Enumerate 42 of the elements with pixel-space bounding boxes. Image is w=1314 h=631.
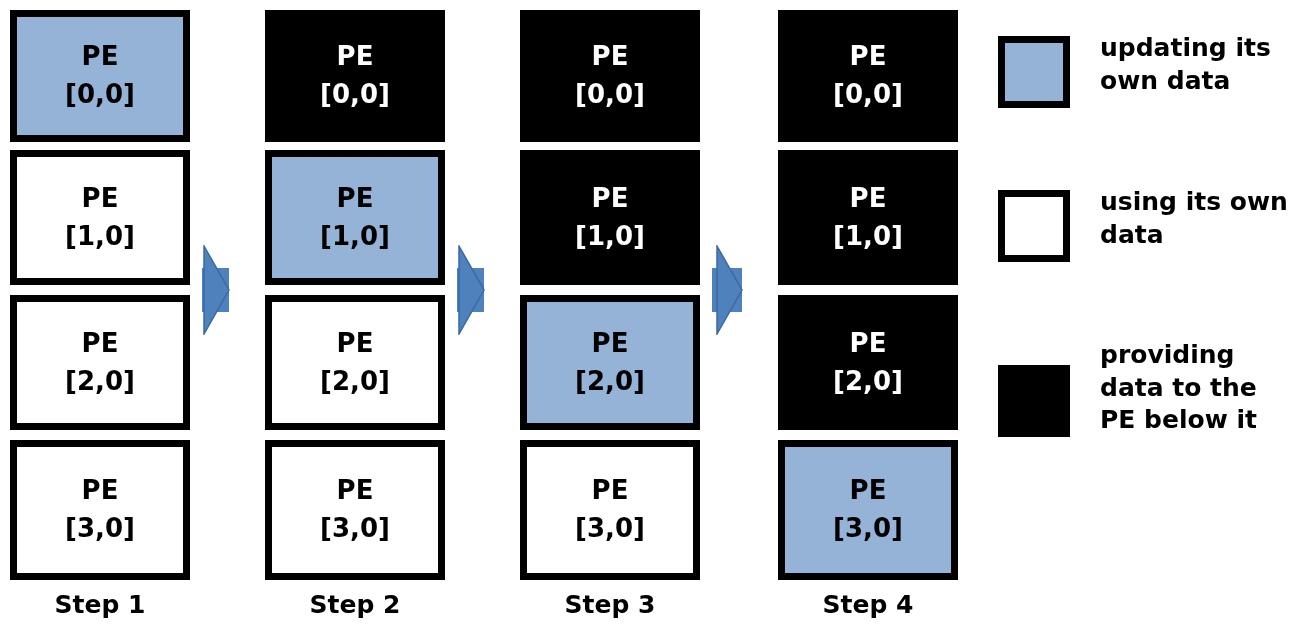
pe-box [520,10,700,142]
pe-box [265,440,445,580]
block-arrow [457,245,485,335]
block-arrow [712,245,743,335]
pe-label: PE [1,0] [575,181,645,253]
pe-label: PE [0,0] [833,40,903,111]
pe-box [778,150,958,285]
pe-label: PE [2,0] [320,326,390,398]
pe-label: PE [2,0] [65,326,135,398]
legend-text: providing data to the PE below it [1100,339,1259,436]
pe-label: PE [3,0] [575,474,645,545]
block-arrow [202,245,230,335]
pe-label: PE [1,0] [65,181,135,253]
legend-text: using its own data [1100,186,1289,251]
pe-label: PE [1,0] [833,181,903,253]
pe-label: PE [2,0] [833,326,903,398]
pe-label: PE [0,0] [65,40,135,111]
step-label: Step 3 [563,590,657,619]
pe-box [520,295,700,430]
pe-box [10,10,190,142]
pe-label: PE [3,0] [320,474,390,545]
pe-box [778,295,958,430]
pe-box [10,440,190,580]
pe-box [778,440,958,580]
pe-label: PE [0,0] [575,40,645,111]
pe-box [520,440,700,580]
pe-box [10,150,190,285]
step-label: Step 4 [821,590,915,619]
pe-label: PE [0,0] [320,40,390,111]
pe-label: PE [2,0] [575,326,645,398]
step-label: Step 2 [308,590,402,619]
pe-box [778,10,958,142]
legend-text: updating its own data [1100,32,1272,97]
step-label: Step 1 [53,590,147,619]
pe-label: PE [3,0] [65,474,135,545]
pe-label: PE [1,0] [320,181,390,253]
pe-box [265,10,445,142]
pe-box [265,150,445,285]
pe-box [520,150,700,285]
pe-label: PE [3,0] [833,474,903,545]
pe-box [10,295,190,430]
pe-box [265,295,445,430]
